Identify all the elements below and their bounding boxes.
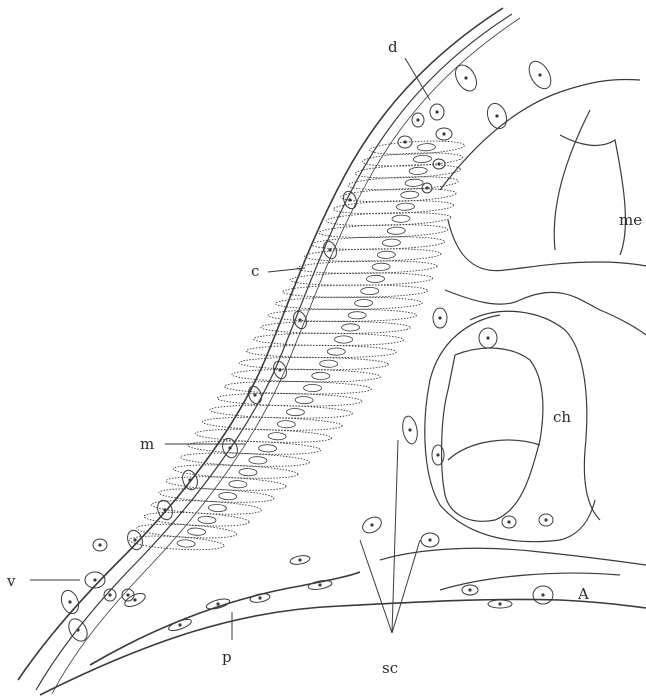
label-p: p [222, 650, 232, 665]
columnar-cells [129, 139, 465, 552]
cell-nucleus [401, 415, 420, 445]
cell-nucleus [479, 328, 497, 348]
columnar-cell [151, 498, 262, 516]
cell-nucleus [430, 104, 444, 120]
label-c: c [251, 264, 259, 279]
scattered-cells [58, 58, 555, 645]
cell-nucleus [205, 597, 230, 611]
label-sc: sc [382, 661, 398, 676]
cell-nucleus [271, 359, 288, 380]
cell-nucleus [123, 591, 147, 609]
columnar-cell [210, 404, 353, 420]
cell-nucleus [289, 554, 310, 565]
cell-nucleus [436, 128, 452, 140]
columnar-cell [136, 522, 237, 540]
label-A: A [578, 587, 589, 602]
cell-nucleus [249, 592, 270, 603]
label-me: me [619, 213, 642, 228]
label-ch: ch [553, 410, 571, 425]
right-tissue [380, 80, 646, 591]
cell-nucleus [307, 579, 332, 591]
columnar-cell [232, 368, 381, 382]
cell-nucleus [93, 539, 107, 551]
outer-membrane [18, 8, 520, 694]
cell-nucleus [360, 514, 384, 536]
label-m: m [140, 437, 154, 452]
cell-nucleus [484, 101, 510, 132]
columnar-cell [283, 284, 428, 298]
cell-nucleus [321, 239, 338, 260]
columnar-cell [217, 392, 362, 407]
columnar-cell [254, 333, 404, 346]
label-d: d [388, 40, 398, 55]
leader-lines [30, 58, 430, 640]
lower-membrane [40, 572, 646, 695]
label-v: v [7, 574, 15, 589]
columnar-cell [224, 380, 371, 395]
cell-nucleus [433, 308, 447, 328]
columnar-cell [268, 309, 416, 322]
cell-nucleus [421, 533, 439, 547]
cell-nucleus [432, 445, 444, 465]
cell-nucleus [488, 600, 512, 608]
columnar-cell [275, 297, 422, 310]
cell-nucleus [246, 384, 263, 405]
cell-nucleus [58, 588, 81, 616]
cell-nucleus [291, 309, 308, 330]
cell-nucleus [433, 159, 445, 169]
cell-nucleus [502, 516, 516, 528]
cell-nucleus [462, 585, 478, 595]
cell-nucleus [167, 617, 192, 633]
cell-nucleus [525, 58, 556, 93]
columnar-cell [369, 139, 464, 156]
cell-nucleus [412, 113, 424, 127]
cell-nucleus [539, 514, 553, 526]
cell-nucleus [451, 61, 481, 94]
cell-nucleus [533, 586, 553, 604]
cell-nucleus [125, 528, 145, 552]
columnar-cell [261, 321, 410, 334]
cell-nucleus [422, 183, 432, 193]
columnar-cell [129, 534, 225, 552]
